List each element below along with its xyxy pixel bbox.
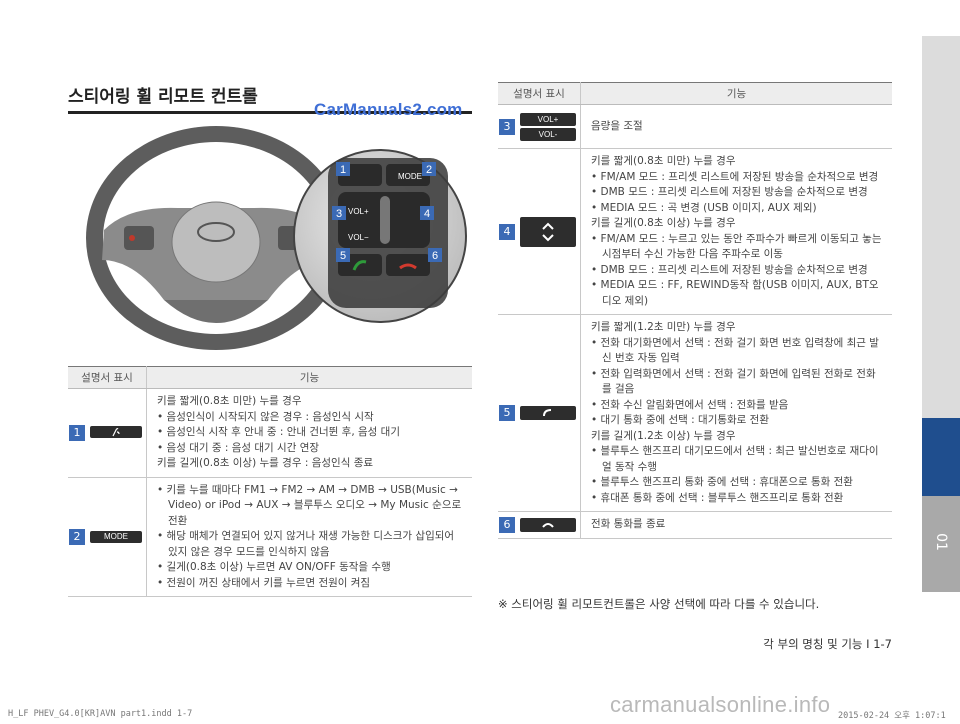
row-description: 음량을 조절 [580, 104, 892, 149]
row-description: 키를 짧게(0.8초 미만) 누를 경우 FM/AM 모드 : 프리셋 리스트에… [580, 148, 892, 315]
right-header-symbol: 설명서 표시 [498, 82, 581, 105]
print-slug-right: 2015-02-24 오후 1:07:1 [838, 711, 946, 721]
section-title: 스티어링 휠 리모트 컨트롤 [68, 82, 472, 114]
desc-bullet: DMB 모드 : 프리셋 리스트에 저장된 방송을 순차적으로 변경 [591, 185, 884, 201]
chapter-tab-active [922, 418, 960, 496]
desc-bullet: 전화 입력화면에서 선택 : 전화 걸기 화면에 입력된 전화로 전화를 걸음 [591, 367, 884, 398]
desc-bullet: 대기 통화 중에 선택 : 대기통화로 전환 [591, 413, 884, 429]
left-function-table: 설명서 표시 기능 1 키를 짧게(0.8초 미만) 누를 경우 음성인식이 시… [68, 366, 472, 597]
right-function-table: 설명서 표시 기능 3 VOL+ VOL- 음량을 조절 4 키를 짧게(0.8… [498, 82, 892, 539]
desc-line: 키를 길게(0.8초 이상) 누를 경우 [591, 217, 736, 229]
desc-bullet: FM/AM 모드 : 프리셋 리스트에 저장된 방송을 순차적으로 변경 [591, 170, 884, 186]
right-header-function: 기능 [580, 82, 892, 105]
desc-bullet: 음성인식이 시작되지 않은 경우 : 음성인식 시작 [157, 410, 464, 426]
spec-note: ※ 스티어링 휠 리모트컨트롤은 사양 선택에 따라 다를 수 있습니다. [498, 597, 820, 611]
row-number-badge: 2 [69, 528, 85, 545]
zoom-label-4: 4 [424, 208, 430, 220]
seek-up-down-icon [520, 216, 576, 247]
desc-bullet: MEDIA 모드 : FF, REWIND동작 함(USB 이미지, AUX, … [591, 278, 884, 309]
zoom-label-1: 1 [340, 164, 346, 176]
desc-bullet: 블루투스 핸즈프리 대기모드에서 선택 : 최근 발신번호로 재다이얼 동작 수… [591, 444, 884, 475]
zoom-vol-minus: VOL− [348, 233, 369, 242]
zoom-vol-plus: VOL+ [348, 207, 369, 216]
left-header-symbol: 설명서 표시 [68, 366, 147, 389]
zoom-label-6: 6 [432, 250, 438, 262]
end-call-icon [520, 517, 576, 532]
steering-wheel-illustration: MODE VOL+ VOL− 1 2 3 4 5 6 [86, 126, 467, 350]
row-description: 키를 짧게(0.8초 미만) 누를 경우 음성인식이 시작되지 않은 경우 : … [146, 388, 472, 478]
table-row: 6 전화 통화를 종료 [498, 511, 892, 539]
table-row: 1 키를 짧게(0.8초 미만) 누를 경우 음성인식이 시작되지 않은 경우 … [68, 388, 472, 478]
zoom-label-2: 2 [426, 164, 432, 176]
desc-bullet: 전화 수신 알림화면에서 선택 : 전화를 받음 [591, 398, 884, 414]
desc-bullet: 전원이 꺼진 상태에서 키를 누르면 전원이 켜짐 [157, 576, 464, 592]
row-description: 전화 통화를 종료 [580, 511, 892, 539]
desc-bullet: 블루투스 핸즈프리 통화 중에 선택 : 휴대폰으로 통화 전환 [591, 475, 884, 491]
row-number-badge: 6 [499, 516, 515, 533]
voice-icon [90, 425, 142, 438]
desc-bullet: DMB 모드 : 프리셋 리스트에 저장된 방송을 순차적으로 변경 [591, 263, 884, 279]
desc-line: 음량을 조절 [591, 119, 643, 132]
chapter-number: 01 [933, 533, 949, 551]
row-description: 키를 누를 때마다 FM1 → FM2 → AM → DMB → USB(Mus… [146, 477, 472, 597]
table-row: 2 MODE 키를 누를 때마다 FM1 → FM2 → AM → DMB → … [68, 477, 472, 597]
desc-bullet: FM/AM 모드 : 누르고 있는 동안 주파수가 빠르게 이동되고 놓는 시점… [591, 232, 884, 263]
watermark-bottom: carmanualsonline.info [610, 692, 831, 717]
zoom-mode-text: MODE [398, 172, 422, 181]
desc-bullet: 음성인식 시작 후 안내 중 : 안내 건너뛴 후, 음성 대기 [157, 425, 464, 441]
desc-line: 키를 짧게(1.2초 미만) 누를 경우 [591, 321, 736, 333]
left-header-function: 기능 [146, 366, 472, 389]
vol-down-symbol: VOL- [520, 127, 576, 141]
table-row: 3 VOL+ VOL- 음량을 조절 [498, 104, 892, 149]
desc-bullet: 휴대폰 통화 중에 선택 : 블루투스 핸즈프리로 통화 전환 [591, 491, 884, 507]
desc-bullet: 길게(0.8초 이상) 누르면 AV ON/OFF 동작을 수행 [157, 560, 464, 576]
zoom-label-3: 3 [336, 208, 342, 220]
desc-bullet: MEDIA 모드 : 곡 변경 (USB 이미지, AUX 제외) [591, 201, 884, 217]
table-row: 5 키를 짧게(1.2초 미만) 누를 경우 전화 대기화면에서 선택 : 전화… [498, 314, 892, 512]
call-icon [520, 405, 576, 420]
desc-line: 키를 짧게(0.8초 미만) 누를 경우 [591, 155, 736, 167]
desc-bullet: 음성 대기 중 : 음성 대기 시간 연장 [157, 441, 464, 457]
desc-bullet: 전화 대기화면에서 선택 : 전화 걸기 화면 번호 입력창에 최근 발신 번호… [591, 336, 884, 367]
row-description: 키를 짧게(1.2초 미만) 누를 경우 전화 대기화면에서 선택 : 전화 걸… [580, 314, 892, 512]
row-number-badge: 3 [499, 118, 515, 135]
desc-line: 전화 통화를 종료 [591, 518, 666, 530]
print-slug-left: H_LF PHEV_G4.0[KR]AVN part1.indd 1-7 [8, 709, 193, 719]
watermark-top: CarManuals2.com [314, 100, 463, 119]
table-row: 4 키를 짧게(0.8초 미만) 누를 경우 FM/AM 모드 : 프리셋 리스… [498, 148, 892, 315]
zoom-label-5: 5 [340, 250, 346, 262]
desc-line: 키를 길게(0.8초 이상) 누를 경우 : 음성인식 종료 [157, 457, 374, 469]
chapter-tab [922, 496, 960, 592]
desc-bullet: 키를 누를 때마다 FM1 → FM2 → AM → DMB → USB(Mus… [157, 483, 464, 530]
row-number-badge: 1 [69, 424, 85, 441]
row-number-badge: 5 [499, 405, 515, 421]
desc-line: 키를 길게(1.2초 이상) 누를 경우 [591, 429, 736, 442]
vol-up-symbol: VOL+ [520, 112, 576, 126]
row-number-badge: 4 [499, 223, 515, 240]
desc-line: 키를 짧게(0.8초 미만) 누를 경우 [157, 395, 302, 407]
mode-button-symbol: MODE [90, 531, 142, 544]
desc-bullet: 해당 매체가 연결되어 있지 않거나 재생 가능한 디스크가 삽입되어 있지 않… [157, 529, 464, 560]
page-footer: 각 부의 명칭 및 기능 I 1-7 [763, 637, 892, 651]
